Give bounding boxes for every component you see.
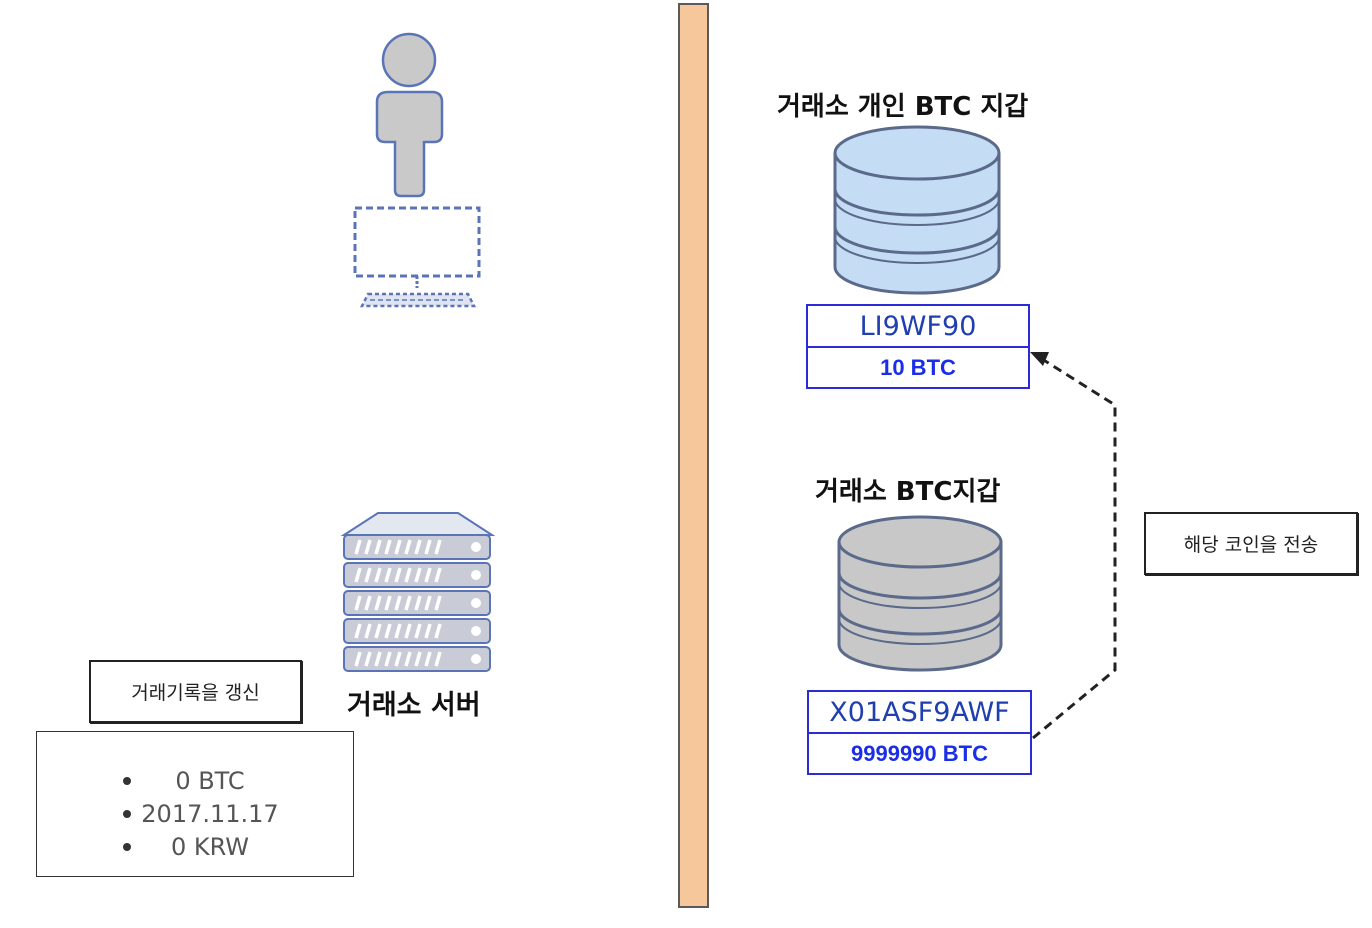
personal-wallet-address: LI9WF90 (808, 306, 1028, 348)
personal-wallet-box: LI9WF90 10 BTC (806, 304, 1030, 389)
exchange-wallet-database-icon (837, 515, 1003, 672)
bullet-icon (123, 777, 131, 785)
server-icon (340, 512, 496, 672)
record-item: 0 BTC (37, 765, 353, 798)
user-computer-icon (353, 32, 481, 308)
personal-wallet-amount: 10 BTC (880, 354, 956, 380)
transaction-records-box: 0 BTC 2017.11.17 0 KRW (36, 731, 354, 877)
server-label: 거래소 서버 (347, 690, 481, 721)
record-item: 0 KRW (37, 831, 353, 864)
record-btc: 0 BTC (175, 767, 245, 795)
record-date: 2017.11.17 (141, 800, 279, 828)
exchange-wallet-address: X01ASF9AWF (809, 692, 1030, 734)
transfer-coin-note: 해당 코인을 전송 (1144, 512, 1358, 575)
bullet-icon (123, 843, 131, 851)
personal-wallet-database-icon (833, 125, 1001, 295)
exchange-wallet-box: X01ASF9AWF 9999990 BTC (807, 690, 1032, 775)
transfer-coin-label: 해당 코인을 전송 (1183, 534, 1319, 556)
update-records-note: 거래기록을 갱신 (89, 660, 302, 723)
exchange-wallet-amount: 9999990 BTC (851, 740, 988, 766)
record-item: 2017.11.17 (37, 798, 353, 831)
personal-wallet-title: 거래소 개인 BTC 지갑 (777, 92, 1029, 122)
exchange-wallet-title: 거래소 BTC지갑 (815, 477, 1001, 507)
transaction-records-list: 0 BTC 2017.11.17 0 KRW (37, 765, 353, 864)
network-boundary-divider (678, 3, 709, 908)
record-krw: 0 KRW (170, 833, 250, 861)
bullet-icon (123, 810, 131, 818)
update-records-label: 거래기록을 갱신 (131, 682, 260, 704)
